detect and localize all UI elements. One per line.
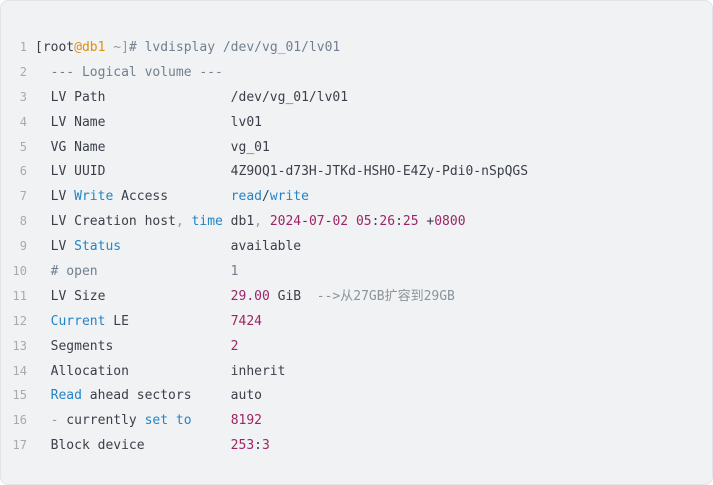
- code-line: 14 Allocation inherit: [1, 359, 712, 384]
- code-segment: :: [371, 214, 380, 230]
- code-segment: 05: [355, 214, 372, 230]
- code-segment: [348, 214, 356, 229]
- code-segment: [184, 214, 192, 229]
- code-segment: ,: [175, 214, 184, 230]
- code-line: 13 Segments 2: [1, 334, 712, 359]
- code-segment: 29.00: [230, 288, 270, 304]
- code-segment: --- Logical volume ---: [35, 64, 223, 80]
- code-segment: time: [191, 214, 223, 230]
- code-segment: @db1: [74, 40, 106, 55]
- code-segment: Status: [74, 239, 122, 255]
- line-number: 11: [12, 288, 27, 303]
- code-segment: LV Name lv01: [35, 114, 262, 130]
- code-segment: GiB: [269, 288, 317, 304]
- code-segment: 02: [332, 214, 349, 230]
- line-number: 17: [12, 438, 27, 453]
- code-segment: currently: [58, 413, 145, 429]
- code-segment: Block device: [35, 438, 231, 454]
- code-segment: [35, 388, 51, 403]
- line-number: 5: [19, 139, 27, 154]
- code-segment: read: [230, 189, 262, 205]
- code-segment: write: [269, 189, 309, 205]
- code-segment: :: [254, 438, 262, 454]
- code-segment: 25: [402, 214, 419, 230]
- line-number: 14: [12, 363, 27, 378]
- line-number: 7: [19, 189, 27, 204]
- code-line: 10 # open 1: [1, 259, 712, 284]
- code-segment: [262, 214, 270, 229]
- code-segment: -: [50, 413, 59, 429]
- line-number: 10: [12, 264, 27, 279]
- code-segment: Allocation inherit: [35, 363, 286, 379]
- code-segment: LV Creation host: [35, 214, 176, 230]
- line-number: 13: [12, 338, 27, 353]
- code-segment: LV: [35, 189, 75, 205]
- code-segment: VG Name vg_01: [35, 139, 270, 155]
- code-line: 17 Block device 253:3: [1, 433, 712, 458]
- code-segment: LV UUID 4Z9OQ1-d73H-JTKd-HSHO-E4Zy-Pdi0-…: [35, 164, 529, 180]
- line-number: 12: [12, 313, 27, 328]
- code-line: 7 LV Write Access read/write: [1, 184, 712, 209]
- line-number: 15: [12, 388, 27, 403]
- code-segment: 2: [230, 338, 239, 354]
- line-number: 3: [19, 89, 27, 104]
- code-segment: -: [301, 214, 309, 230]
- code-segment: ~]: [105, 40, 129, 55]
- code-segment: 8192: [230, 413, 262, 429]
- code-segment: 26: [379, 214, 396, 230]
- code-segment: -: [324, 214, 333, 230]
- code-block: 1 [root@db1 ~]# lvdisplay /dev/vg_01/lv01…: [1, 35, 712, 458]
- code-line: 3 LV Path /dev/vg_01/lv01: [1, 85, 712, 110]
- code-line: 11 LV Size 29.00 GiB -->从27GB扩容到29GB: [1, 284, 712, 309]
- code-segment: [192, 413, 231, 428]
- code-segment: Read: [50, 388, 82, 404]
- code-segment: -->从27GB扩容到29GB: [316, 288, 455, 304]
- line-number: 4: [19, 114, 27, 129]
- code-line: 6 LV UUID 4Z9OQ1-d73H-JTKd-HSHO-E4Zy-Pdi…: [1, 159, 712, 184]
- code-line: 8 LV Creation host, time db1, 2024-07-02…: [1, 209, 712, 234]
- code-segment: # open 1: [35, 264, 239, 280]
- code-segment: LE: [105, 313, 231, 329]
- code-segment: +: [418, 214, 435, 230]
- code-segment: available: [121, 239, 302, 255]
- code-segment: 3: [261, 438, 270, 454]
- code-segment: Write: [74, 189, 114, 205]
- line-number: 9: [19, 239, 27, 254]
- code-segment: [root: [35, 40, 75, 55]
- line-number: 2: [19, 64, 27, 79]
- line-number: 16: [12, 413, 27, 428]
- code-segment: :: [395, 214, 403, 230]
- code-segment: /: [262, 189, 270, 205]
- code-line: 5 VG Name vg_01: [1, 135, 712, 160]
- code-segment: LV Size: [35, 288, 231, 304]
- code-line: 2 --- Logical volume ---: [1, 60, 712, 85]
- code-segment: [35, 314, 51, 329]
- code-segment: 7424: [230, 313, 262, 329]
- code-segment: 253: [230, 438, 255, 454]
- code-line: 4 LV Name lv01: [1, 110, 712, 135]
- code-line: 12 Current LE 7424: [1, 309, 712, 334]
- code-segment: 07: [308, 214, 325, 230]
- code-segment: Segments: [35, 338, 231, 354]
- code-segment: 0800: [434, 214, 466, 230]
- code-line: 15 Read ahead sectors auto: [1, 383, 712, 408]
- code-segment: ahead sectors auto: [81, 388, 262, 404]
- line-number: 8: [19, 214, 27, 229]
- code-segment: [35, 413, 51, 428]
- code-segment: # lvdisplay /dev/vg_01/lv01: [128, 40, 341, 55]
- code-line: 1 [root@db1 ~]# lvdisplay /dev/vg_01/lv01: [1, 35, 712, 60]
- code-segment: set to: [144, 413, 192, 429]
- line-number: 1: [19, 40, 27, 54]
- code-segment: ,: [254, 214, 262, 230]
- code-segment: db1: [222, 214, 255, 230]
- line-number: 6: [19, 164, 27, 179]
- code-line: 9 LV Status available: [1, 234, 712, 259]
- code-segment: Current: [50, 313, 106, 329]
- code-line: 16 - currently set to 8192: [1, 408, 712, 433]
- code-segment: LV Path /dev/vg_01/lv01: [35, 89, 349, 105]
- code-segment: Access: [113, 189, 231, 205]
- code-segment: 2024: [269, 214, 302, 230]
- code-segment: LV: [35, 239, 75, 255]
